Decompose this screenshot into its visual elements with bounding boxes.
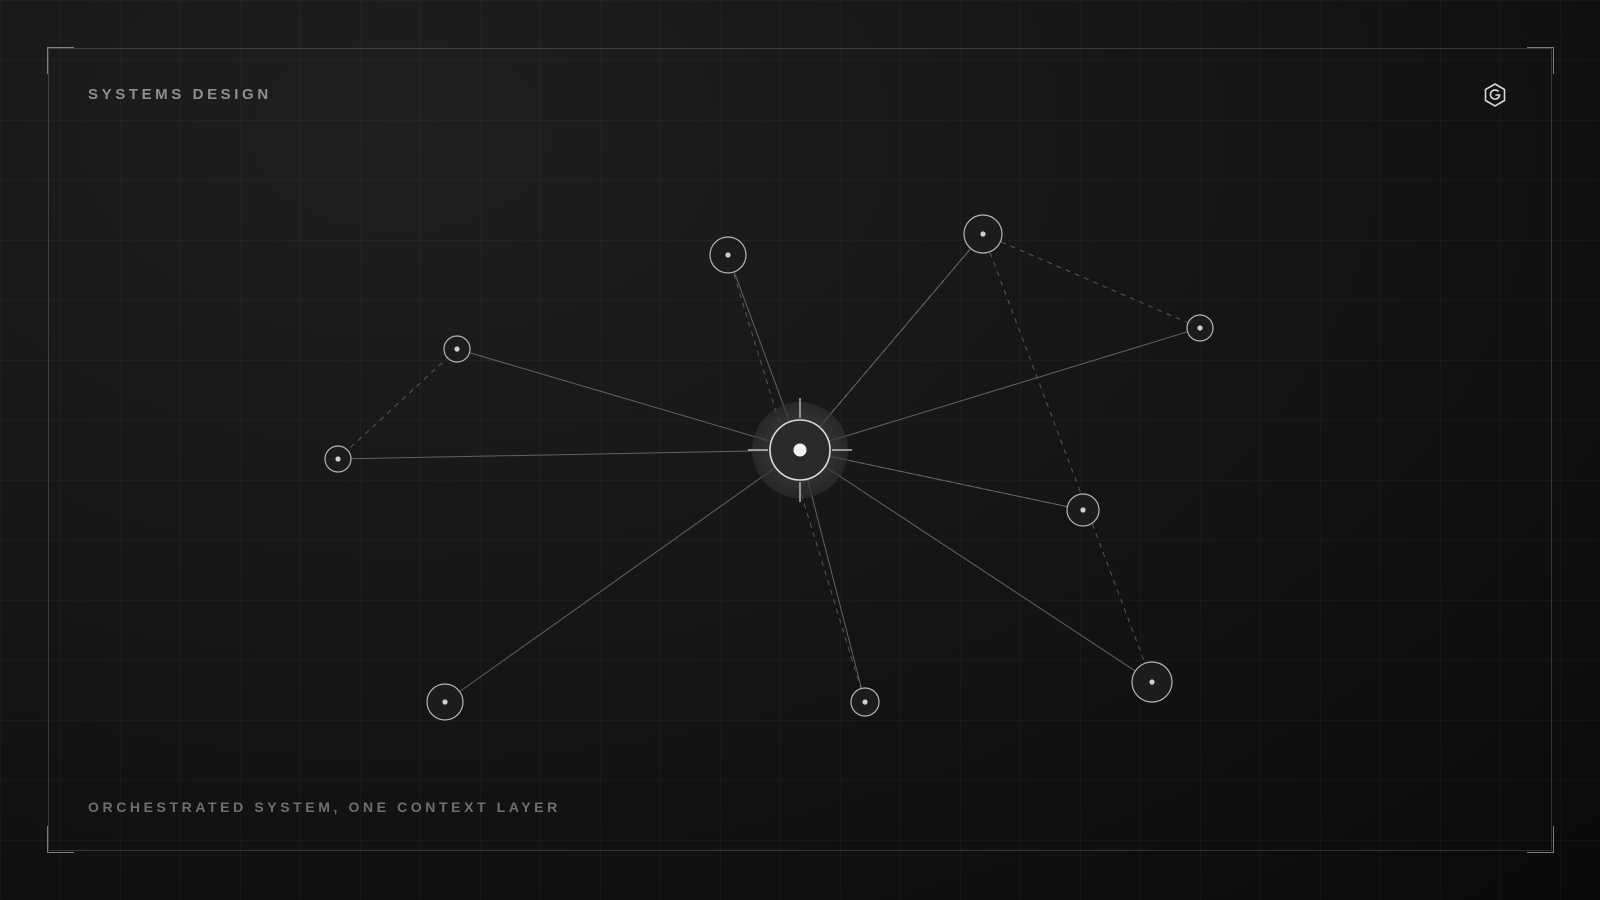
frame-border <box>48 48 1552 851</box>
edge-n4-hub-dashed <box>799 233 984 451</box>
edge-n4-n8-dashed <box>982 233 1153 683</box>
edge-hub-n8 <box>799 449 1153 683</box>
edge-hub-n3 <box>337 449 801 460</box>
node-center-dot <box>862 699 868 705</box>
node-center-dot <box>454 346 460 352</box>
node-center-dot <box>1080 507 1086 513</box>
corner-mark-bottom-left <box>47 826 74 853</box>
node-center-dot <box>1197 325 1203 331</box>
node-center-dot <box>980 231 986 237</box>
page-title: SYSTEMS DESIGN <box>88 86 272 103</box>
edge-hub-n7 <box>444 449 801 703</box>
corner-mark-top-left <box>47 47 74 74</box>
edge-n4-n5-dashed <box>982 233 1201 329</box>
node-center-dot <box>1149 679 1155 685</box>
hub-center-dot <box>793 443 807 457</box>
node-center-dot <box>442 699 448 705</box>
node-n6 <box>1066 493 1100 527</box>
node-n3 <box>324 445 352 473</box>
hub-layer <box>748 398 852 502</box>
edge-hub-n1 <box>456 348 801 451</box>
edge-n1-n3-dashed <box>337 348 458 460</box>
nodes-layer <box>324 214 1214 721</box>
hub-node <box>748 398 852 502</box>
node-center-dot <box>335 456 341 462</box>
hexagon-g-logo-icon <box>1482 82 1508 108</box>
corner-mark-top-right <box>1527 47 1554 74</box>
node-n5 <box>1186 314 1214 342</box>
node-n8 <box>1131 661 1173 703</box>
footer-caption: ORCHESTRATED SYSTEM, ONE CONTEXT LAYER <box>88 799 561 815</box>
node-n4 <box>963 214 1003 254</box>
node-n1 <box>443 335 471 363</box>
node-n2 <box>709 236 747 274</box>
corner-mark-bottom-right <box>1527 826 1554 853</box>
edge-hub-n6-dashed <box>799 449 1084 511</box>
edge-hub-n5 <box>799 327 1201 451</box>
node-n9 <box>850 687 880 717</box>
node-n7 <box>426 683 464 721</box>
node-center-dot <box>725 252 731 258</box>
